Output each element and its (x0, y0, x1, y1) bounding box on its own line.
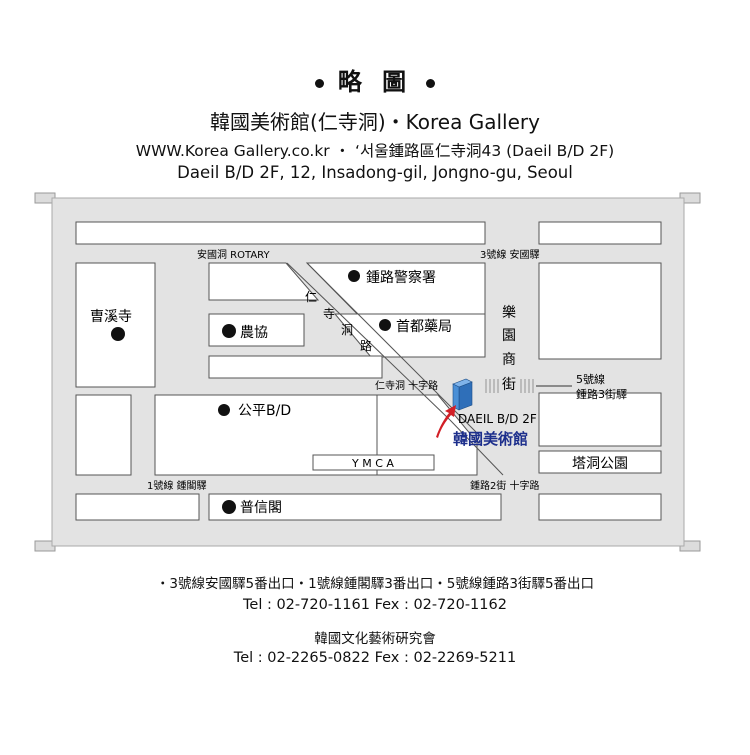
block-left-lower (75, 394, 132, 476)
bullet-dot-left (314, 78, 324, 88)
block-bottom-right (538, 493, 662, 521)
label-line5-bottom: 鍾路3街驛 (576, 387, 627, 401)
label-insadong-intersection: 仁寺洞 十字路 (375, 379, 438, 392)
label-nagwon-3: 商 (502, 352, 516, 368)
destination-building: DAEIL B/D 2F (458, 412, 537, 426)
landmark-dot-jogyesa (111, 327, 125, 341)
landmark-jogyesa: 曺溪寺 (90, 309, 132, 325)
institute-name: 韓國文化藝術硏究會 (314, 631, 436, 647)
label-nagwon-4: 街 (502, 377, 516, 393)
label-jongno2-intersection: 鍾路2街 十字路 (470, 479, 540, 492)
block-north-small (208, 262, 320, 301)
ymca-box (312, 454, 435, 471)
map-title-text: 略 圖 (337, 68, 413, 96)
landmark-ymca: Y M C A (351, 457, 394, 470)
block-pagoda-park (538, 450, 662, 474)
block-jogyesa (75, 262, 156, 388)
label-insadong-road-2: 寺 (323, 307, 335, 321)
label-line1-jonggak: 1號線 鍾閣驛 (147, 479, 207, 492)
label-nagwon-2: 園 (502, 328, 516, 344)
landmark-bosingak: 普信閣 (240, 500, 282, 516)
destination-arrow-icon (436, 405, 456, 438)
label-line3-anguk: 3號線 安國驛 (480, 248, 540, 261)
english-address: Daeil B/D 2F, 12, Insadong-gil, Jongno-g… (177, 163, 573, 182)
gallery-building-icon (452, 378, 473, 411)
block-row-3 (208, 355, 383, 379)
landmark-dot-bosingak (222, 500, 236, 514)
crosswalk-insadong (485, 379, 534, 393)
block-top-right-strip (538, 221, 662, 245)
label-nagwon-1: 樂 (502, 304, 516, 321)
label-insadong-road-1: 仁 (305, 290, 317, 304)
landmark-gongpyeong: 公平B/D (238, 403, 291, 419)
block-nagwon-right (538, 262, 662, 360)
landmark-nonghyup: 農協 (240, 325, 268, 341)
destination-name: 韓國美術館 (453, 430, 528, 448)
block-pharmacy (333, 313, 486, 358)
block-bosingak (208, 493, 502, 521)
bullet-dot-right (426, 78, 436, 88)
subway-exits: ・3號線安國驛5番出口・1號線鍾閣驛3番出口・5號線鍾路3街驛5番出口 (155, 576, 595, 592)
label-insadong-road-4: 路 (360, 338, 372, 353)
label-line5-top: 5號線 (576, 372, 605, 386)
landmark-police: 鍾路警察署 (366, 269, 436, 286)
gallery-phone: Tel : 02-720-1161 Fex : 02-720-1162 (243, 597, 507, 613)
block-right-middle (538, 392, 662, 447)
block-top-left-strip (75, 221, 486, 245)
map-title: 略 圖 (0, 62, 750, 97)
landmark-dot-nonghyup (222, 324, 236, 338)
landmark-dot-pharmacy (379, 319, 391, 331)
block-bottom-left (75, 493, 200, 521)
institute-phone: Tel : 02-2265-0822 Fex : 02-2269-5211 (233, 650, 517, 666)
landmark-pharmacy: 首都藥局 (396, 319, 452, 335)
landmark-pagoda-park: 塔洞公園 (572, 456, 628, 472)
insadong-road (286, 262, 504, 476)
gallery-title: 韓國美術館(仁寺洞)・Korea Gallery (210, 110, 540, 134)
label-anguk-rotary: 安國洞 ROTARY (197, 248, 270, 261)
website-and-korean-address: WWW.Korea Gallery.co.kr ・ ‘서울鍾路區仁寺洞43 (D… (135, 142, 615, 160)
label-insadong-road-3: 洞 (341, 323, 353, 337)
landmark-dot-gongpyeong (218, 404, 230, 416)
landmark-dot-police (348, 270, 360, 282)
